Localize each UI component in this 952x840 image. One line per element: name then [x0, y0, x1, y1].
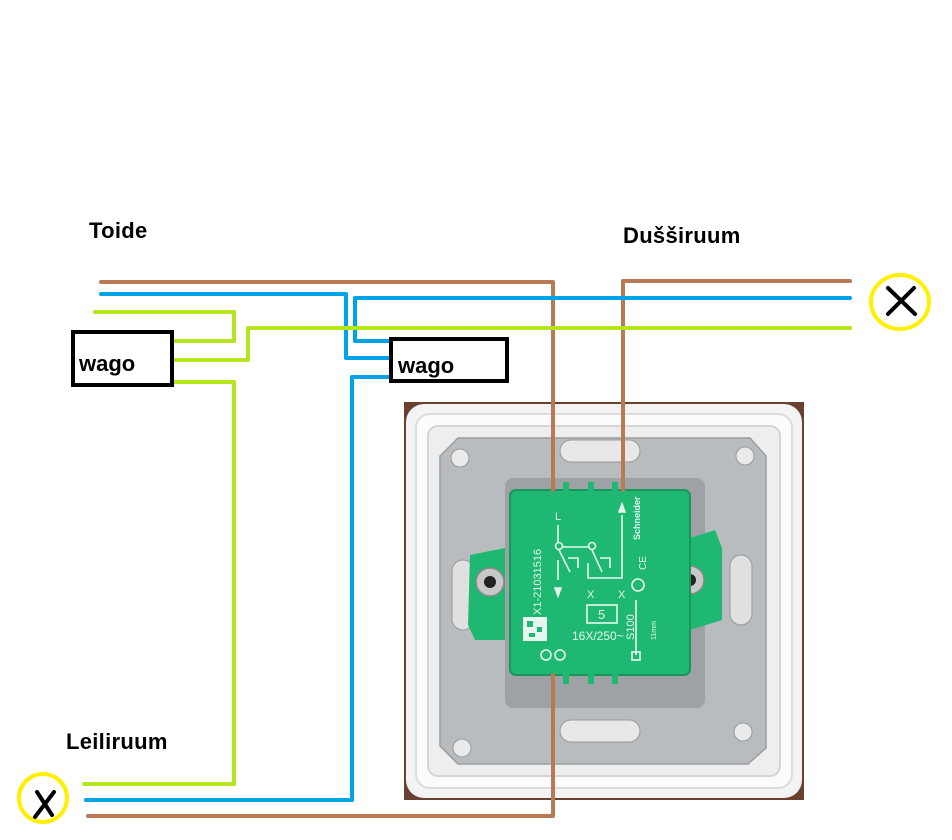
switch-rating: 16X/250~ [572, 629, 624, 643]
strip-length: 11mm [651, 621, 658, 640]
switch-schematic [540, 501, 645, 661]
wago-label: wago [398, 353, 455, 378]
wire-phase-steam [86, 673, 555, 818]
wire-phase-shower [621, 279, 852, 492]
switch-brand: Schneider [632, 496, 642, 540]
label-shower-room: Dušširuum [623, 223, 741, 248]
switch-model: S100 [625, 614, 637, 640]
wago-connector-left: wago [71, 330, 174, 387]
screw-hole [733, 722, 753, 742]
wire-earth-steam [82, 380, 236, 786]
label-supply: Toide [89, 218, 148, 243]
switch-terminal-x1: X [587, 589, 595, 601]
wago-connector-middle: wago [389, 337, 509, 383]
screw-hole [735, 446, 755, 466]
wire-neutral-shower [353, 296, 852, 343]
wire-phase-supply [99, 280, 555, 492]
switch-wing-right [690, 530, 722, 630]
wire-earth-shower [171, 326, 852, 362]
lamp-shower [869, 273, 931, 331]
screw-hole [450, 448, 470, 468]
ce-mark: CE [638, 556, 649, 570]
switch-box-number: 5 [598, 607, 605, 622]
switch-terminal-l: L [555, 511, 561, 523]
switch-serial: X1-21031516 [532, 549, 544, 615]
wago-label: wago [79, 351, 136, 376]
label-steam-room: Leiliruum [66, 729, 168, 754]
switch-terminal-x2: X [618, 589, 626, 601]
screw-hole [452, 738, 472, 758]
switch-body [509, 489, 691, 676]
lamp-steam [17, 772, 69, 824]
wire-earth-supply [93, 310, 236, 343]
wire-neutral-steam [84, 375, 392, 802]
